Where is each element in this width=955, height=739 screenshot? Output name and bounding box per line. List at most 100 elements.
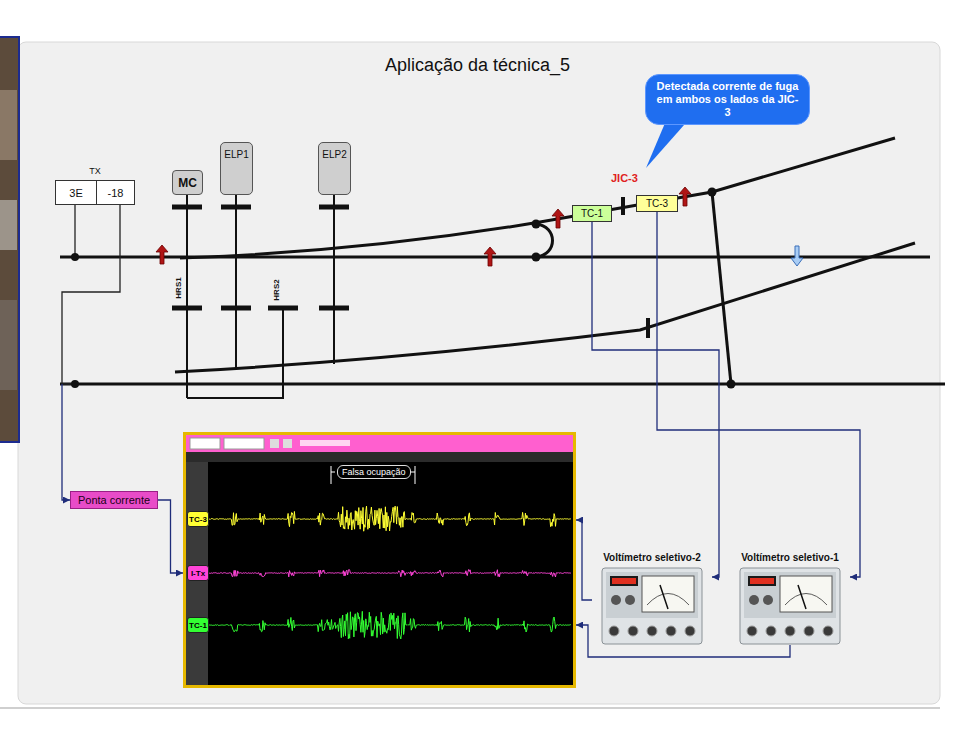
connection-dot — [727, 380, 736, 389]
detector-wire — [235, 195, 237, 369]
tx-wire — [62, 205, 120, 384]
detector-tick — [268, 306, 298, 311]
oscilloscope-screen — [224, 438, 264, 449]
node-text: TX — [56, 166, 134, 176]
figure-panel — [18, 42, 940, 704]
current-probe-box: Ponta corrente — [70, 491, 158, 509]
train-direction-arrow — [791, 246, 803, 266]
track-circuit-box: TC-3 — [636, 195, 678, 212]
callout-bubble: Detectada corrente de fuga em ambos os l… — [645, 74, 810, 125]
photo-fragment — [0, 90, 17, 160]
track-rail — [536, 224, 553, 257]
insulated-joint — [623, 197, 648, 338]
channel-tag: TC-3 — [187, 511, 209, 527]
signal-wire — [657, 212, 860, 577]
detector-wire — [333, 195, 335, 364]
node-text: ELP2 — [322, 149, 346, 160]
signal-wire — [158, 500, 183, 573]
detector-tick — [221, 306, 251, 311]
channel-tag: TC-1 — [187, 617, 209, 633]
waveform-trace — [209, 506, 571, 639]
insulated-joint — [621, 197, 625, 215]
signal-wire — [592, 222, 719, 577]
track-rail — [175, 243, 915, 372]
detector-tick — [319, 306, 349, 311]
current-direction-arrow — [679, 187, 691, 206]
connection-dot — [71, 380, 79, 388]
connection-dot — [708, 188, 717, 197]
tx-cell: 3E — [56, 181, 97, 204]
detector-wire — [187, 195, 334, 398]
oscilloscope-screen — [270, 439, 279, 448]
selective-voltmeter: Voltímetro seletivo-2 — [592, 552, 712, 645]
waveform-trace — [209, 569, 571, 577]
track-rail — [180, 138, 895, 258]
connection-dot — [71, 253, 79, 261]
connection-dot — [532, 220, 541, 229]
oscilloscope-screen — [208, 462, 573, 685]
panel-edge — [0, 707, 940, 709]
node-text: -18 — [108, 187, 124, 199]
detector-wire — [187, 308, 283, 398]
connection-dot — [71, 188, 736, 389]
selective-voltmeter-image — [740, 568, 840, 644]
track-circuit-box: TC-1 — [572, 205, 612, 222]
node-text: Ponta corrente — [78, 494, 150, 506]
node-text: TC-1 — [581, 208, 603, 219]
tx-wire — [74, 205, 75, 257]
current-direction-arrow — [484, 247, 496, 266]
channel-tag: I-Tx — [187, 565, 209, 581]
node-text: Falsa ocupação — [337, 465, 411, 479]
oscilloscope-screen — [186, 435, 573, 452]
waveform-trace — [209, 506, 571, 531]
tx-wire — [62, 205, 120, 384]
tx-box: TX3E-18 — [55, 180, 135, 205]
oscilloscope-screen — [190, 438, 220, 449]
current-probe-lead — [62, 384, 70, 500]
equipment-box: MC — [172, 170, 203, 195]
oscilloscope-screen — [300, 440, 350, 446]
node-text: 3E — [69, 187, 82, 199]
track-rail — [60, 138, 945, 384]
waveform-trace — [209, 611, 571, 639]
oscilloscope-screen — [186, 452, 573, 462]
detector-tick — [172, 207, 349, 308]
node-text: TC-3 — [646, 198, 668, 209]
detector-tick — [221, 205, 251, 210]
signal-wire — [576, 520, 592, 600]
detector-label: HRS2 — [272, 279, 281, 300]
tx-cell: -18 — [97, 181, 134, 204]
node-text: Voltímetro seletivo-1 — [741, 552, 839, 563]
equipment-box: ELP2 — [318, 142, 351, 195]
detector-wire — [186, 195, 188, 398]
diagram-title: Aplicação da técnica_5 — [0, 55, 955, 76]
equipment-box: ELP1 — [220, 142, 253, 195]
detector-tick — [172, 205, 202, 210]
selective-voltmeter: Voltímetro seletivo-1 — [730, 552, 850, 645]
oscilloscope-screen — [186, 435, 573, 685]
track-rail — [60, 383, 945, 386]
oscilloscope-screen — [186, 462, 208, 685]
oscilloscope-screen — [186, 435, 573, 685]
joint-label: JIC-3 — [611, 172, 638, 184]
detector-tick — [319, 205, 349, 210]
node-text: ELP1 — [224, 149, 248, 160]
false-occupation-bracket — [331, 466, 415, 484]
signal-wire — [576, 625, 790, 657]
node-text: I-Tx — [191, 569, 205, 578]
false-occupation-bracket — [331, 466, 415, 484]
detector-tick — [172, 306, 202, 311]
detector-label: HRS1 — [174, 277, 183, 298]
oscilloscope-frame: Falsa ocupaçãoTC-3I-TxTC-1 — [183, 432, 576, 688]
selective-voltmeter-image — [602, 568, 702, 644]
photo-fragment — [0, 37, 19, 442]
node-text: MC — [178, 176, 197, 190]
current-direction-arrow — [156, 187, 691, 266]
photo-fragment — [0, 37, 19, 442]
oscilloscope-screen — [283, 439, 292, 448]
connection-dot — [532, 253, 541, 262]
current-direction-arrow — [552, 209, 564, 228]
